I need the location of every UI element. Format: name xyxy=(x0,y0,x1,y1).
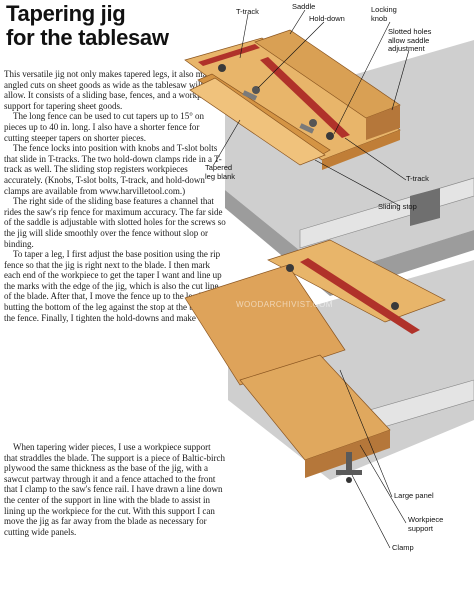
large-panel xyxy=(184,264,346,386)
locking-knob-2 xyxy=(326,132,334,140)
article-body-lower: When tapering wider pieces, I use a work… xyxy=(4,442,226,537)
label-slotted-holes: Slotted holes allow saddle adjustment xyxy=(388,27,432,53)
sliding-base-edge xyxy=(322,130,400,170)
label-workpiece-support: Workpiece support xyxy=(408,515,444,533)
title-line-1: Tapering jig xyxy=(6,1,126,26)
label-saddle: Saddle xyxy=(292,2,316,11)
locking-knob-4 xyxy=(286,264,294,272)
watermark: WOODARCHIVIST.COM xyxy=(236,300,333,309)
locking-knob-3 xyxy=(391,302,399,310)
label-large-panel: Large panel xyxy=(394,491,434,500)
article-title: Tapering jig for the tablesaw xyxy=(6,2,206,50)
label-locking-knob: Locking knob xyxy=(371,5,397,23)
fence-red-2 xyxy=(300,258,420,334)
label-clamp: Clamp xyxy=(392,543,414,552)
paragraph-intro: This versatile jig not only makes tapere… xyxy=(4,69,219,111)
saddle-edge xyxy=(366,105,400,140)
leg-blank xyxy=(189,77,326,166)
paragraph-fence: The long fence can be used to cut tapers… xyxy=(4,111,205,143)
sliding-base-2 xyxy=(267,239,446,323)
label-tapered-leg-blank: Tapered leg blank xyxy=(205,163,236,181)
hold-down-clamps xyxy=(242,86,317,134)
fence-lock xyxy=(410,188,440,226)
locking-knob-1 xyxy=(218,64,226,72)
paragraph-locks: The fence locks into position with knobs… xyxy=(4,143,222,196)
top-illustration xyxy=(184,29,474,296)
t-track-top-strip xyxy=(198,44,260,66)
t-track-long xyxy=(260,57,350,138)
clamp-graphic xyxy=(336,452,362,483)
saw-table-edge xyxy=(225,190,474,296)
article-body: This versatile jig not only makes tapere… xyxy=(4,69,226,323)
label-sliding-stop: Sliding stop xyxy=(378,202,417,211)
title-line-2: for the tablesaw xyxy=(6,25,169,50)
paragraph-base: The right side of the sliding base featu… xyxy=(4,196,226,249)
bottom-illustration xyxy=(184,239,474,483)
paragraph-taper-leg: To taper a leg, I first adjust the base … xyxy=(4,249,225,323)
label-t-track-right: T-track xyxy=(406,174,429,183)
label-t-track-top: T-track xyxy=(236,7,259,16)
leader-lines xyxy=(212,9,410,549)
label-hold-down: Hold-down xyxy=(309,14,345,23)
paragraph-wide-pieces: When tapering wider pieces, I use a work… xyxy=(4,442,226,537)
